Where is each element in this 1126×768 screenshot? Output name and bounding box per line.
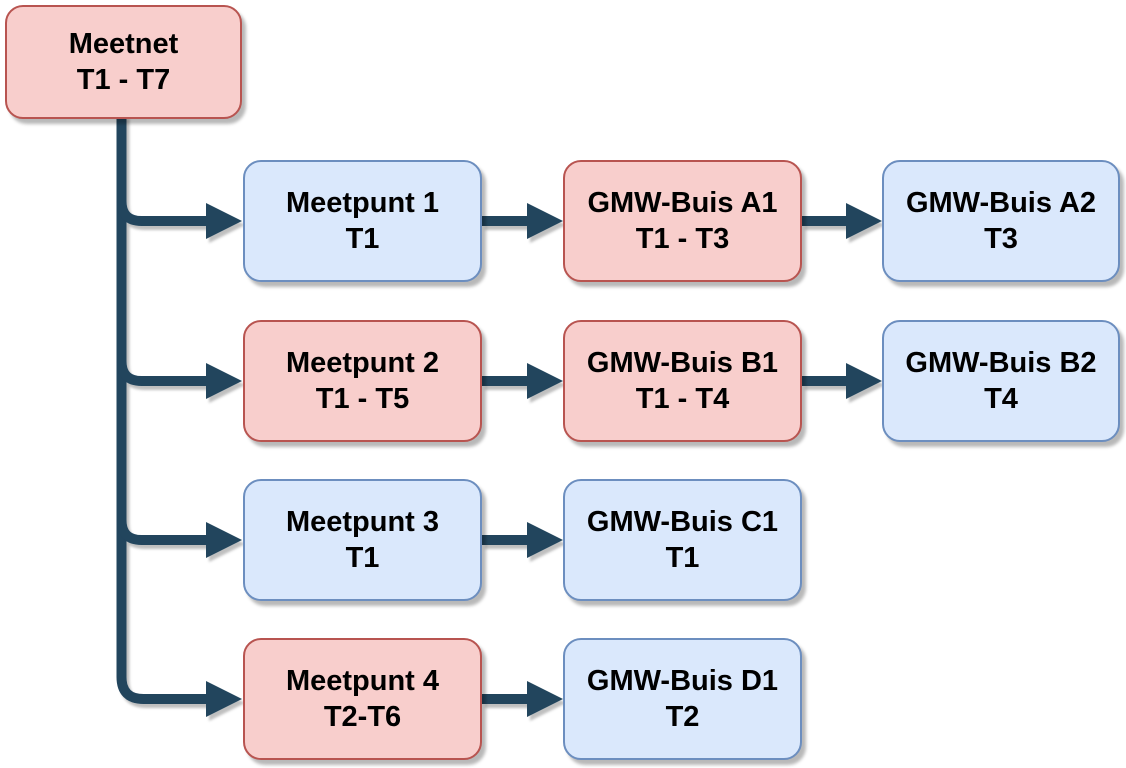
arrowhead-gmw-b1: [527, 363, 563, 399]
node-title: GMW-Buis A2: [905, 187, 1097, 219]
arrowhead-gmw-a2: [846, 203, 882, 239]
node-gmw-buis-b1: GMW-Buis B1 T1 - T4: [563, 320, 802, 442]
connector-trunk: [116, 115, 206, 704]
connector-branch-meetpunt-3: [116, 489, 206, 545]
arrowhead-meetpunt-3: [206, 522, 242, 558]
node-title: Meetpunt 4: [285, 665, 440, 697]
arrowhead-meetpunt-4: [206, 681, 242, 717]
node-meetnet: Meetnet T1 - T7: [5, 5, 242, 119]
arrowhead-gmw-b2: [846, 363, 882, 399]
node-title: GMW-Buis B2: [905, 347, 1097, 379]
node-title: Meetpunt 3: [285, 506, 440, 538]
node-title: GMW-Buis A1: [587, 187, 778, 219]
node-gmw-buis-b2: GMW-Buis B2 T4: [882, 320, 1120, 442]
node-gmw-buis-c1: GMW-Buis C1 T1: [563, 479, 802, 601]
node-title: Meetpunt 2: [285, 347, 440, 379]
arrowhead-meetpunt-2: [206, 363, 242, 399]
node-period: T1: [665, 542, 700, 574]
connector-branch-meetpunt-2: [116, 330, 206, 386]
node-period: T2: [665, 701, 700, 733]
node-period: T3: [984, 223, 1018, 255]
node-title: Meetpunt 1: [285, 187, 440, 219]
node-meetpunt-2: Meetpunt 2 T1 - T5: [243, 320, 482, 442]
arrowhead-gmw-a1: [527, 203, 563, 239]
node-title: Meetnet: [68, 28, 179, 60]
node-period: T1 - T4: [635, 383, 730, 415]
node-period: T1: [345, 542, 380, 574]
node-period: T1: [345, 223, 380, 255]
connector-branch-meetpunt-1: [116, 170, 206, 226]
node-title: GMW-Buis C1: [586, 506, 779, 538]
node-gmw-buis-a1: GMW-Buis A1 T1 - T3: [563, 160, 802, 282]
node-period: T1 - T3: [635, 223, 730, 255]
arrowhead-meetpunt-1: [206, 203, 242, 239]
node-gmw-buis-d1: GMW-Buis D1 T2: [563, 638, 802, 760]
arrowhead-gmw-d1: [527, 681, 563, 717]
node-period: T2-T6: [323, 701, 402, 733]
arrowhead-gmw-c1: [527, 522, 563, 558]
node-title: GMW-Buis B1: [586, 347, 779, 379]
node-meetpunt-3: Meetpunt 3 T1: [243, 479, 482, 601]
node-period: T1 - T5: [315, 383, 410, 415]
node-gmw-buis-a2: GMW-Buis A2 T3: [882, 160, 1120, 282]
node-meetpunt-1: Meetpunt 1 T1: [243, 160, 482, 282]
node-meetpunt-4: Meetpunt 4 T2-T6: [243, 638, 482, 760]
node-title: GMW-Buis D1: [586, 665, 779, 697]
node-period: T4: [984, 383, 1018, 415]
node-period: T1 - T7: [76, 64, 171, 96]
